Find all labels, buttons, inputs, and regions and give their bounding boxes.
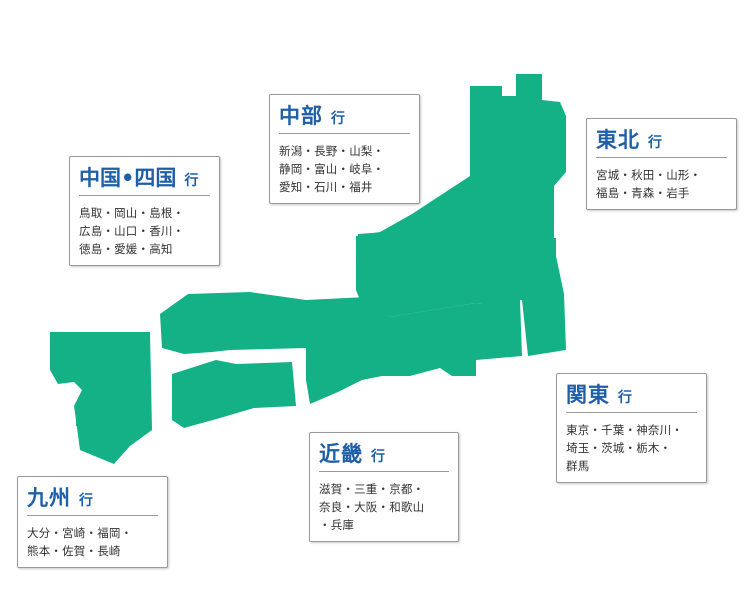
card-header: 中部 行 [279,104,410,135]
region-title: 近畿 [319,442,363,466]
card-header: 東北 行 [596,128,727,159]
map-region-kanto[interactable] [458,256,566,356]
prefecture-line: 奈良・大阪・和歌山 [319,500,425,515]
region-title: 東北 [596,128,640,152]
prefecture-list: 大分・宮崎・福岡・ 熊本・佐賀・長崎 [27,524,158,560]
prefecture-line: 静岡・富山・岐阜・ [279,162,385,177]
prefecture-line: 熊本・佐賀・長崎 [27,544,121,559]
prefecture-list: 滋賀・三重・京都・ 奈良・大阪・和歌山 ・兵庫 [319,480,449,534]
prefecture-line: ・兵庫 [319,518,355,533]
map-region-chugoku[interactable] [160,292,306,354]
prefecture-line: 埼玉・茨城・栃木・ [566,441,672,456]
region-suffix: 行 [331,111,345,127]
map-region-chubu-north[interactable] [358,232,390,264]
prefecture-list: 宮城・秋田・山形・ 福島・青森・岩手 [596,166,727,202]
prefecture-line: 宮城・秋田・山形・ [596,168,702,183]
map-region-kyushu-islet[interactable] [76,412,84,426]
card-tohoku[interactable]: 東北 行 宮城・秋田・山形・ 福島・青森・岩手 [586,118,737,210]
card-header: 九州 行 [27,486,158,517]
prefecture-line: 愛知・石川・福井 [279,180,373,195]
prefecture-list: 鳥取・岡山・島根・ 広島・山口・香川・ 徳島・愛媛・高知 [79,204,210,258]
card-kyushu[interactable]: 九州 行 大分・宮崎・福岡・ 熊本・佐賀・長崎 [17,476,168,568]
region-title: 中部 [279,104,323,128]
region-title: 関東 [566,383,610,407]
card-header: 関東 行 [566,383,697,414]
prefecture-list: 東京・千葉・神奈川・ 埼玉・茨城・栃木・ 群馬 [566,421,697,475]
prefecture-line: 広島・山口・香川・ [79,224,185,239]
region-title: 九州 [27,486,71,510]
prefecture-line: 新潟・長野・山梨・ [279,144,385,159]
prefecture-line: 滋賀・三重・京都・ [319,482,425,497]
map-region-kyushu[interactable] [50,332,152,464]
map-region-tohoku[interactable] [470,74,566,238]
card-chubu[interactable]: 中部 行 新潟・長野・山梨・ 静岡・富山・岐阜・ 愛知・石川・福井 [269,94,420,204]
prefecture-line: 徳島・愛媛・高知 [79,242,173,257]
prefecture-line: 大分・宮崎・福岡・ [27,526,133,541]
map-region-kinki-east[interactable] [382,300,522,376]
card-chugoku-shikoku[interactable]: 中国•四国 行 鳥取・岡山・島根・ 広島・山口・香川・ 徳島・愛媛・高知 [69,156,220,266]
region-suffix: 行 [184,173,199,189]
prefecture-line: 東京・千葉・神奈川・ [566,423,683,438]
card-header: 近畿 行 [319,442,449,473]
map-region-kinki[interactable] [306,296,388,404]
card-kinki[interactable]: 近畿 行 滋賀・三重・京都・ 奈良・大阪・和歌山 ・兵庫 [309,432,459,542]
region-suffix: 行 [648,135,662,151]
prefecture-line: 鳥取・岡山・島根・ [79,206,185,221]
region-title: 中国•四国 [79,166,177,190]
prefecture-line: 福島・青森・岩手 [596,186,690,201]
card-header: 中国•四国 行 [79,166,210,197]
card-kanto[interactable]: 関東 行 東京・千葉・神奈川・ 埼玉・茨城・栃木・ 群馬 [556,373,707,483]
region-suffix: 行 [618,390,632,406]
prefecture-line: 群馬 [566,459,590,474]
prefecture-list: 新潟・長野・山梨・ 静岡・富山・岐阜・ 愛知・石川・福井 [279,142,410,196]
region-suffix: 行 [371,449,385,465]
map-region-shikoku[interactable] [172,360,296,428]
region-suffix: 行 [79,493,93,509]
